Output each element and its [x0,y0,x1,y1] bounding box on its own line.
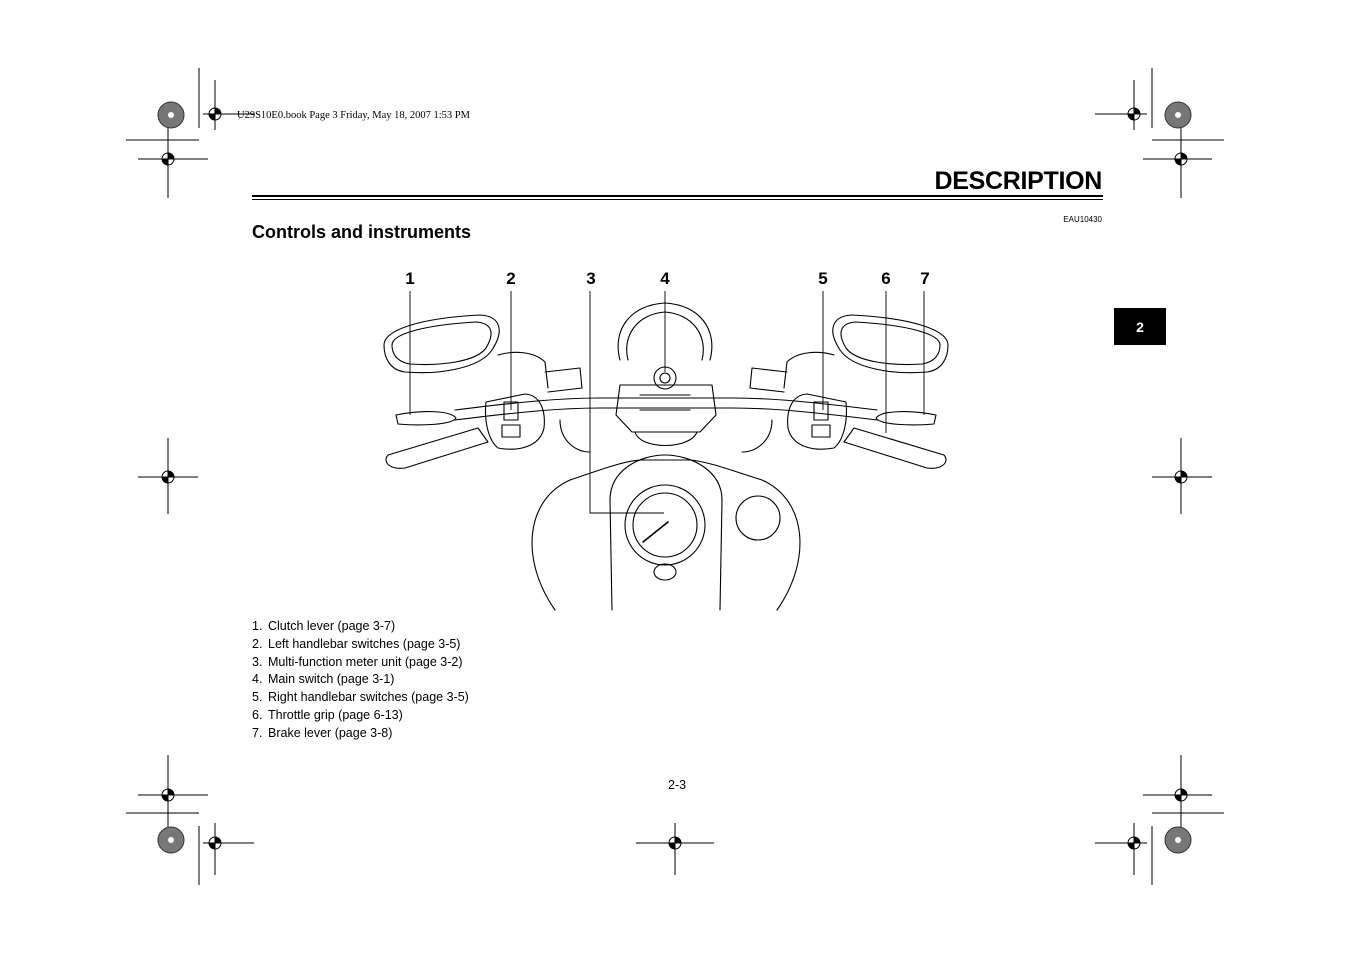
legend-item-text: Multi-function meter unit (page 3-2) [268,654,463,669]
title-rule-thin [252,199,1103,200]
header-file-info: U29S10E0.book Page 3 Friday, May 18, 200… [237,110,470,121]
legend-item-text: Clutch lever (page 3-7) [268,619,396,633]
legend-item: 5. Right handlebar switches (page 3-5) [252,689,469,707]
page-number: 2-3 [668,778,687,792]
legend-item-number: 6. [252,707,263,722]
legend-item: 4. Main switch (page 3-1) [252,671,469,689]
legend-item-text: Left handlebar switches (page 3-5) [268,636,461,651]
figure-legend: 1. Clutch lever (page 3-7) 2. Left handleb… [252,618,469,743]
legend-item-text: Main switch (page 3-1) [268,672,395,687]
legend-item: 1. Clutch lever (page 3-7) [252,618,469,636]
title-rule-thick [252,195,1103,197]
callout-1: 1 [405,269,415,288]
legend-item-number: 1. [252,619,263,633]
legend-item-number: 4. [252,672,263,687]
callout-3: 3 [586,269,596,288]
legend-item-number: 5. [252,690,263,705]
callout-7: 7 [920,269,930,288]
section-title: Controls and instruments [252,222,472,242]
chapter-tab: 2 [1114,308,1166,345]
legend-item-text: Right handlebar switches (page 3-5) [268,690,469,705]
chapter-tab-number: 2 [1136,318,1144,335]
legend-item: 7. Brake lever (page 3-8) [252,725,469,743]
legend-item-text: Throttle grip (page 6-13) [268,707,403,722]
legend-item: 6. Throttle grip (page 6-13) [252,707,469,725]
callout-5: 5 [818,269,828,288]
legend-item-number: 7. [252,725,263,740]
callout-4: 4 [660,269,670,288]
legend-item-number: 3. [252,654,263,669]
legend-item: 3. Multi-function meter unit (page 3-2) [252,654,469,672]
chapter-title: DESCRIPTION [934,167,1102,195]
callout-2: 2 [506,269,516,288]
section-code: EAU10430 [1063,215,1102,224]
legend-item-text: Brake lever (page 3-8) [268,725,393,740]
legend-item-number: 2. [252,636,263,651]
legend-item: 2. Left handlebar switches (page 3-5) [252,636,469,654]
callout-6: 6 [881,269,891,288]
